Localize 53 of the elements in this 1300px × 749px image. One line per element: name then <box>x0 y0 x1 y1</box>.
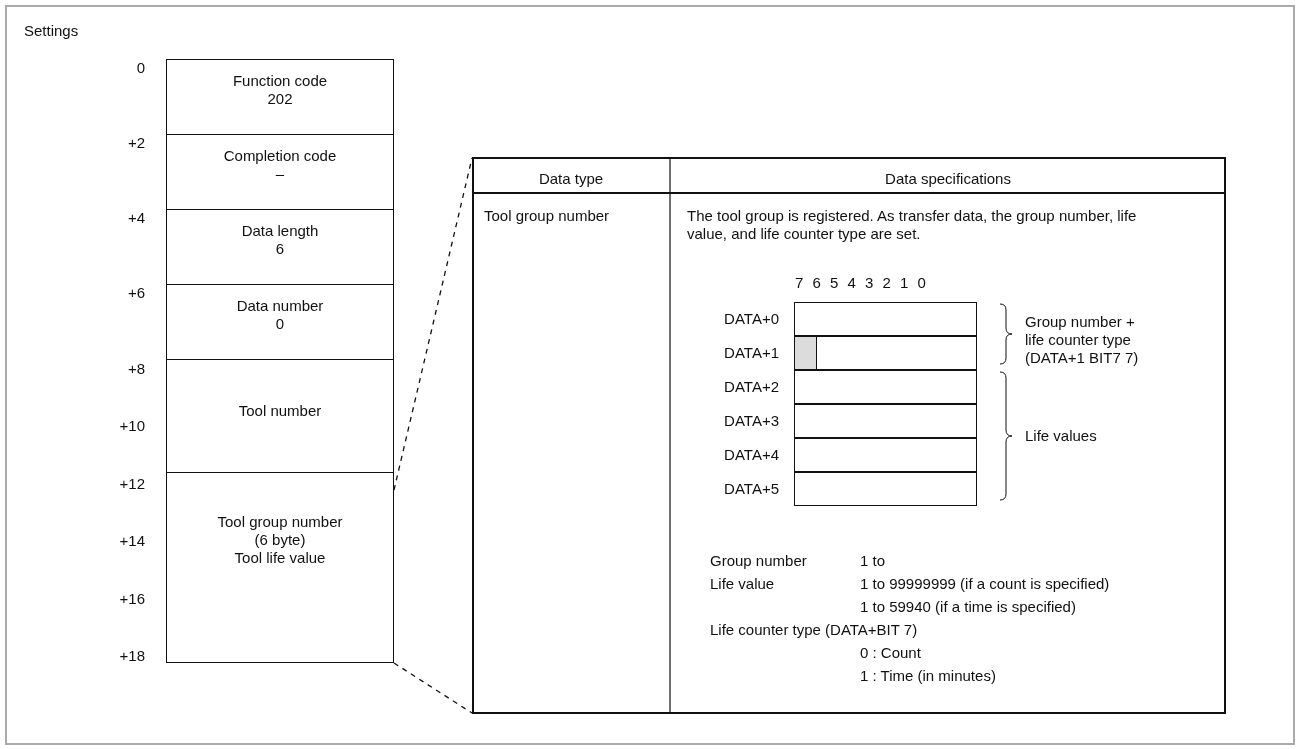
dashed-zoom-line <box>393 157 473 491</box>
field-text: Function code <box>232 72 328 90</box>
field-text: – <box>275 165 285 183</box>
field-text: Completion code <box>223 147 337 165</box>
offset-label: +16 <box>119 590 145 608</box>
spec-term: Life value <box>710 575 775 593</box>
table-cell-text: Tool group number <box>484 207 610 225</box>
offset-label: +12 <box>119 475 145 493</box>
offset-label: +8 <box>127 360 145 378</box>
byte-address-label: DATA+1 <box>724 344 779 362</box>
byte-address-label: DATA+3 <box>724 412 779 430</box>
byte-address-label: DATA+2 <box>724 378 779 396</box>
spec-value: 1 to 59940 (if a time is specified) <box>860 598 1076 616</box>
spec-value: 1 : Time (in minutes) <box>860 667 996 685</box>
memory-field-box <box>166 59 394 135</box>
offset-label: +6 <box>127 284 145 302</box>
byte-address-label: DATA+0 <box>724 310 779 328</box>
offset-label: +4 <box>127 209 145 227</box>
spec-term: Life counter type (DATA+BIT 7) <box>710 621 918 639</box>
brace-note: Group number + life counter type (DATA+1 BIT7 7) <box>1025 313 1140 367</box>
field-text: 6 <box>275 240 285 258</box>
memory-field-box <box>166 134 394 210</box>
spec-value: 1 to 99999999 (if a count is specified) <box>860 575 1110 593</box>
byte-address-label: DATA+4 <box>724 446 779 464</box>
field-text: 0 <box>275 315 285 333</box>
column-header: Data specifications <box>884 170 1012 188</box>
memory-field-box <box>166 472 394 663</box>
description-text: The tool group is registered. As transfer data, the group number, life value, and life counter type are set. <box>687 207 1138 243</box>
field-text: Data length <box>241 222 319 240</box>
spec-value: 1 to <box>860 552 886 570</box>
field-text: Tool group number <box>217 513 343 531</box>
offset-label: 0 <box>136 59 145 77</box>
spec-term: Group number <box>710 552 807 570</box>
bit-numbers: 7 6 5 4 3 2 1 0 <box>795 274 927 292</box>
field-text: Data number <box>236 297 324 315</box>
memory-field-box <box>166 209 394 285</box>
field-text: Tool life value <box>234 549 326 567</box>
memory-field-box <box>166 359 394 473</box>
spec-table <box>472 157 1226 714</box>
dashed-zoom-line <box>393 662 473 714</box>
column-header: Data type <box>537 170 605 188</box>
memory-field-box <box>166 284 394 360</box>
spec-value: 0 : Count <box>860 644 921 662</box>
offset-label: +10 <box>119 417 145 435</box>
field-text: 202 <box>267 90 293 108</box>
offset-label: +2 <box>127 134 145 152</box>
offset-label: +18 <box>119 647 145 665</box>
offset-label: +14 <box>119 532 145 550</box>
byte-address-label: DATA+5 <box>724 480 779 498</box>
brace-note: Life values <box>1025 427 1097 445</box>
field-text: (6 byte) <box>254 531 306 549</box>
heading: Settings <box>24 22 79 40</box>
field-text: Tool number <box>238 402 322 420</box>
